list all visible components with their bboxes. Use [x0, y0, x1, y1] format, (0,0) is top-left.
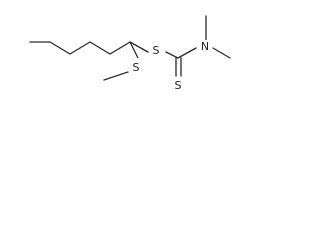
atom-mask-amine-n [199, 40, 211, 54]
atom-mask-thioether-s [131, 58, 141, 72]
bond-n-methyl-right [212, 47, 231, 59]
bond-c3-c4 [69, 41, 91, 55]
bond-s-thioether-methyl [103, 71, 129, 81]
bond-c2-c3 [49, 41, 71, 55]
atom-label-thione-s: S [175, 79, 182, 92]
atom-mask-thione-s [173, 79, 183, 93]
bond-s-thioester-cs [165, 51, 179, 59]
atom-label-thioester-s: S [153, 44, 160, 57]
atom-mask-thioester-s [151, 44, 161, 58]
bond-c5-c6 [109, 41, 131, 55]
atom-label-amine-n: N [201, 40, 209, 53]
atom-label-thioether-s: S [133, 61, 140, 74]
chemical-structure: S S N S [29, 15, 231, 93]
bond-cs-n [177, 47, 197, 59]
bond-c4-c5 [89, 41, 111, 55]
bond-c6-s-thioester [129, 41, 149, 53]
